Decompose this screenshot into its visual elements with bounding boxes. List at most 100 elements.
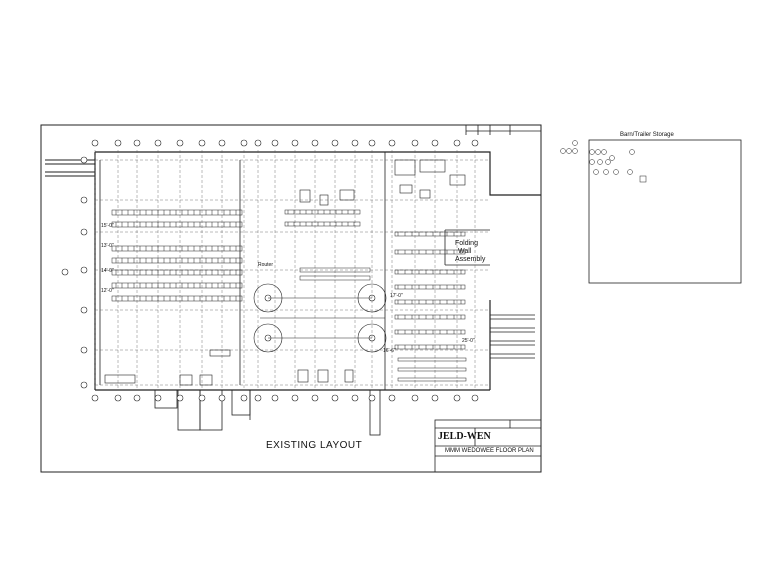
- grid-bubble: [80, 266, 88, 274]
- grid-bubble: [80, 306, 88, 314]
- equipment: [209, 349, 231, 357]
- equipment: [199, 374, 213, 386]
- grid-bubble: [61, 268, 69, 276]
- equipment: [394, 159, 416, 176]
- grid-bubble: [80, 156, 88, 164]
- barn-equipment: [589, 159, 595, 165]
- rack-row: [397, 367, 467, 372]
- grid-bubble: [351, 139, 359, 147]
- equipment: [104, 374, 136, 384]
- company-logo: JELD-WEN: [438, 431, 491, 442]
- grid-bubble: [453, 139, 461, 147]
- plan-caption: EXISTING LAYOUT: [266, 440, 363, 451]
- grid-bubble: [291, 139, 299, 147]
- rack-row: [394, 314, 466, 320]
- grid-bubble: [351, 394, 359, 402]
- barn-equipment: [589, 149, 595, 155]
- grid-bubble: [331, 394, 339, 402]
- grid-bubble: [80, 228, 88, 236]
- grid-bubble: [198, 394, 206, 402]
- barn-equipment: [593, 169, 599, 175]
- rack-row: [394, 269, 466, 275]
- grid-bubble: [331, 139, 339, 147]
- grid-bubble: [291, 394, 299, 402]
- grid-bubble: [368, 394, 376, 402]
- grid-bubble: [368, 139, 376, 147]
- grid-bubble: [114, 139, 122, 147]
- grid-bubble: [80, 381, 88, 389]
- grid-bubble: [388, 394, 396, 402]
- barn-equipment: [597, 159, 603, 165]
- equipment: [419, 159, 446, 173]
- grid-bubble: [218, 139, 226, 147]
- grid-bubble: [311, 139, 319, 147]
- dim-label-a: 25'-0": [462, 338, 475, 344]
- rack-row: [111, 245, 243, 252]
- barn-equipment: [605, 159, 611, 165]
- barn-bubble: [572, 140, 578, 146]
- barn-bubble: [560, 148, 566, 154]
- label-assembly: Assembly: [455, 256, 486, 263]
- equipment: [299, 189, 311, 203]
- dim-label-e: 13'-0": [101, 243, 114, 249]
- rack-row: [394, 299, 466, 305]
- grid-bubble: [254, 139, 262, 147]
- grid-bubble: [471, 394, 479, 402]
- drawing-title: MMM WEDOWEE FLOOR PLAN: [445, 448, 534, 454]
- equipment: [317, 369, 329, 383]
- dim-label-g: 12'-0": [101, 288, 114, 294]
- label-wall: Wall: [458, 248, 472, 255]
- rack-row: [394, 344, 466, 350]
- grid-bubble: [271, 394, 279, 402]
- grid-bubble: [218, 394, 226, 402]
- barn-equipment: [603, 169, 609, 175]
- equipment: [399, 184, 413, 194]
- grid-bubble: [271, 139, 279, 147]
- grid-bubble: [411, 139, 419, 147]
- equipment: [339, 189, 355, 201]
- grid-bubble: [388, 139, 396, 147]
- barn-equipment: [627, 169, 633, 175]
- rack-row: [394, 329, 466, 335]
- rack-row: [299, 267, 371, 273]
- rack-row: [394, 249, 466, 255]
- grid-bubble: [431, 394, 439, 402]
- dim-label-c: 17'-0": [390, 293, 403, 299]
- grid-bubble: [80, 196, 88, 204]
- grid-bubble: [133, 139, 141, 147]
- label-router: Router: [258, 262, 274, 268]
- grid-bubble: [133, 394, 141, 402]
- grid-bubble: [254, 394, 262, 402]
- dim-label-f: 14'-0": [101, 268, 114, 274]
- rack-row: [111, 269, 243, 276]
- barn-equipment: [609, 155, 615, 161]
- equipment: [297, 369, 309, 383]
- dim-label-d: 15'-0": [101, 223, 114, 229]
- barn-equipment: [601, 149, 607, 155]
- rack-row: [299, 275, 371, 281]
- dim-label-b: 16'-6": [383, 348, 396, 354]
- grid-bubble: [471, 139, 479, 147]
- barn-equipment: [629, 149, 635, 155]
- rack-row: [397, 357, 467, 362]
- grid-bubble: [311, 394, 319, 402]
- rack-row: [111, 282, 243, 289]
- label-folding: Folding: [455, 240, 478, 247]
- rack-row: [111, 221, 243, 228]
- grid-bubble: [91, 394, 99, 402]
- barn-outline: [588, 139, 742, 284]
- grid-bubble: [176, 139, 184, 147]
- equipment: [449, 174, 466, 186]
- grid-bubble: [431, 139, 439, 147]
- rack-row: [397, 377, 467, 382]
- rack-row: [394, 231, 466, 237]
- barn-equipment: [613, 169, 619, 175]
- grid-bubble: [80, 346, 88, 354]
- grid-bubble: [114, 394, 122, 402]
- rack-row: [284, 221, 361, 227]
- grid-bubble: [240, 394, 248, 402]
- equipment: [344, 369, 354, 383]
- grid-bubble: [453, 394, 461, 402]
- rack-row: [111, 209, 243, 216]
